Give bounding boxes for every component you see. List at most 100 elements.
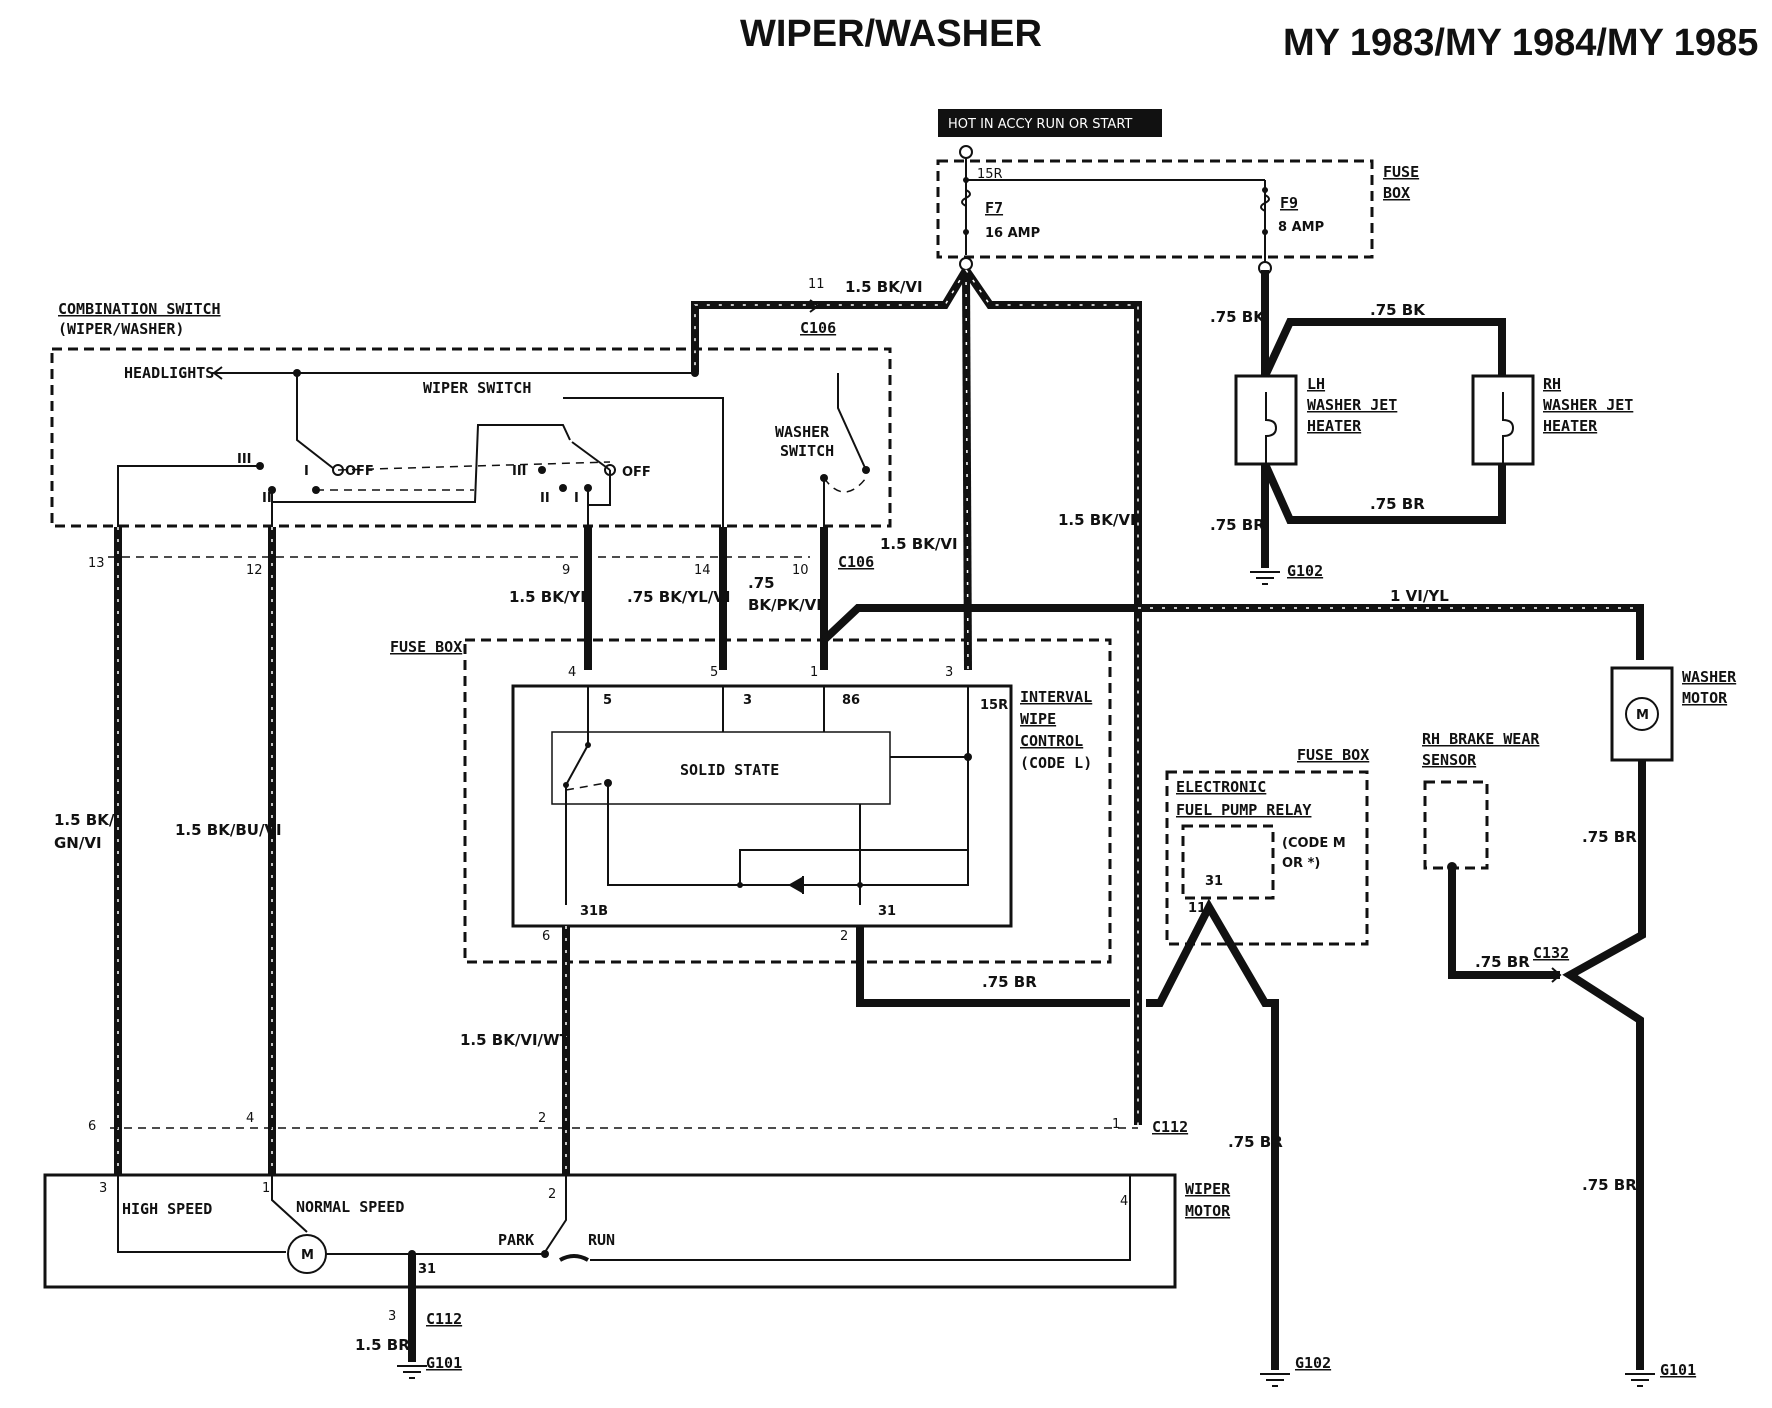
wire-relay-br (1146, 898, 1279, 1370)
wire-label-12: 1.5 BK/BU/VI (175, 821, 282, 839)
pos-ii: II (262, 491, 272, 506)
c112-label-b: C112 (426, 1310, 462, 1328)
pos-iii: III (237, 452, 252, 467)
wiper-motor-symbol: M (301, 1248, 314, 1263)
wire-label-washer-br2: .75 BR (1582, 1176, 1637, 1194)
fuse-mid-pin-4: 4 (568, 665, 576, 680)
solid-state-module (551, 731, 891, 805)
wire-label-9: 1.5 BK/YL (509, 588, 590, 606)
interval-wipe-label: INTERVAL (1020, 688, 1092, 706)
wiper-switch-label: WIPER SWITCH (423, 379, 531, 397)
fuel-relay-label2: FUEL PUMP RELAY (1176, 801, 1311, 819)
power-label-box (938, 109, 1162, 137)
c112-pin-4: 4 (246, 1111, 254, 1126)
wire-label-14: .75 BK/YL/VI (627, 588, 730, 606)
rh-brake-wear-sensor (1423, 780, 1489, 870)
fuse-mid-pin-1: 1 (810, 665, 818, 680)
fuse-f9: F9 (1280, 194, 1298, 212)
wire-sensor-br (1448, 867, 1560, 979)
ground-g101-left: G101 (426, 1354, 462, 1372)
brake-sensor-label2: SENSOR (1422, 751, 1477, 769)
pos-off-b: OFF (622, 465, 651, 480)
c106-label: C106 (800, 319, 836, 337)
wire-label-relay-br: .75 BR (1228, 1133, 1283, 1151)
wiper-pin-2: 2 (548, 1187, 556, 1202)
wiper-motor-box (43, 1173, 1177, 1289)
fuse-f7-rating: 16 AMP (985, 226, 1040, 241)
fuel-relay-fuse-box (1165, 770, 1369, 946)
wiper-motor-label: WIPER (1185, 1180, 1231, 1198)
wire-label-2-br: .75 BR (982, 973, 1037, 991)
c112-pin-6: 6 (88, 1119, 96, 1134)
brake-sensor-label: RH BRAKE WEAR (1422, 730, 1540, 748)
wire-label-lh-br: .75 BR (1210, 516, 1265, 534)
fuel-relay-label: ELECTRONIC (1176, 778, 1266, 796)
c112-pin-1: 1 (1112, 1117, 1120, 1132)
wire-1-vi-yl (1138, 604, 1644, 660)
heater-element-rh (1502, 392, 1515, 464)
washer-switch-label2: SWITCH (780, 442, 834, 460)
combination-switch-sublabel: (WIPER/WASHER) (58, 320, 184, 338)
combination-switch-box (50, 347, 892, 528)
c106-label-b: C106 (838, 553, 874, 571)
wire-label-10b: .75 (748, 574, 775, 592)
wiper-pin-4: 4 (1120, 1194, 1128, 1209)
fuse-box-mid (463, 638, 1112, 964)
wiper-pin-1: 1 (262, 1181, 270, 1196)
heater-element-lh (1265, 392, 1278, 464)
fuse-box-mid-label: FUSE BOX (390, 638, 462, 656)
diode-icon (788, 877, 802, 893)
washer-switch-label: WASHER (775, 423, 830, 441)
fuse-mid-pin-3: 3 (945, 665, 953, 680)
interval-wipe-label2: WIPE (1020, 710, 1056, 728)
pos-iii-b: III (512, 464, 527, 479)
wiper-pin-3: 3 (99, 1181, 107, 1196)
pos-off: OFF (345, 464, 374, 479)
wire-label-motor-br: 1.5 BR (355, 1336, 410, 1354)
interval-wipe-label3: CONTROL (1020, 732, 1083, 750)
pos-i: I (304, 464, 309, 479)
c132-label: C132 (1533, 944, 1569, 962)
pos-i-b: I (574, 491, 579, 506)
wire-10-branch (821, 604, 1138, 643)
rh-label2: WASHER JET (1543, 396, 1633, 414)
lh-label2: WASHER JET (1307, 396, 1397, 414)
wire-label-rh-bk: .75 BK (1370, 301, 1426, 319)
interval-wipe-code: (CODE L) (1020, 754, 1092, 772)
washer-motor-label2: MOTOR (1682, 689, 1728, 707)
ground-g101-right: G101 (1660, 1361, 1696, 1379)
washer-motor-symbol: M (1636, 708, 1649, 723)
headlights-label: HEADLIGHTS (124, 364, 214, 382)
lh-label3: HEATER (1307, 417, 1362, 435)
wire-label-sensor-br: .75 BR (1475, 953, 1530, 971)
c112-pin-2: 2 (538, 1111, 546, 1126)
wire-label-right: 1.5 BK/VI (1058, 511, 1136, 529)
interval-wipe-control (511, 684, 1013, 928)
fuel-relay-code: (CODE M (1282, 836, 1346, 851)
c106-pin-13: 13 (88, 556, 105, 571)
c106-pin-9: 9 (562, 563, 570, 578)
wire-2-br (856, 926, 1130, 1007)
c112-label: C112 (1152, 1118, 1188, 1136)
wire-label-11: 1.5 BK/VI (845, 278, 923, 296)
fuel-relay-fuse-box-label: FUSE BOX (1297, 746, 1369, 764)
ground-g102-top: G102 (1287, 562, 1323, 580)
wire-label-10: 1.5 BK/VI (880, 535, 958, 553)
wire-washer-br (1562, 760, 1646, 1370)
wire-rh-br (1261, 462, 1506, 524)
wire-label-washer-br: .75 BR (1582, 828, 1637, 846)
model-years: MY 1983/MY 1984/MY 1985 (1283, 22, 1758, 64)
lh-label: LH (1307, 375, 1325, 393)
fuse-mid-pin-2: 2 (840, 929, 848, 944)
ground-g102-bottom: G102 (1295, 1354, 1331, 1372)
wire-label-6: 1.5 BK/VI/WT (460, 1031, 571, 1049)
wire-to-15r (962, 269, 972, 671)
run-label: RUN (588, 1231, 615, 1249)
fuse-box-top (936, 159, 1374, 259)
c106-pin-10: 10 (792, 563, 809, 578)
c106-pin-14: 14 (694, 563, 711, 578)
wire-label-vi-yl: 1 VI/YL (1390, 587, 1449, 605)
wiper-pin-31: 31 (418, 1262, 436, 1277)
wire-label-10b-2: BK/PK/VI (748, 596, 822, 614)
washer-motor-icon (1625, 697, 1659, 731)
